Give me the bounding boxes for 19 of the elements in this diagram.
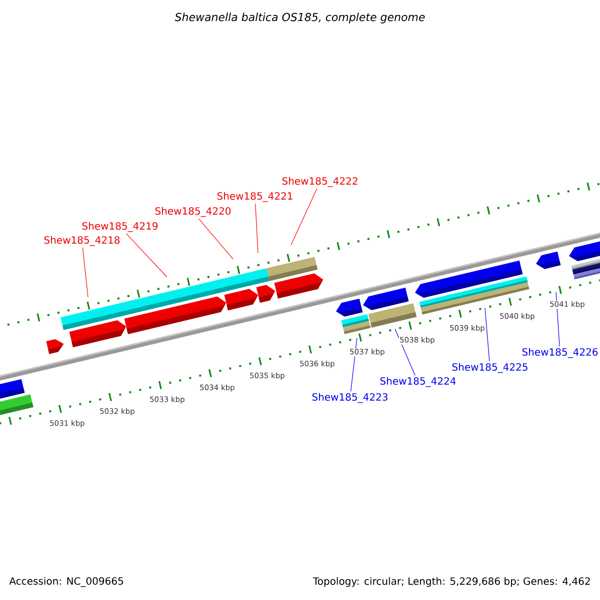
leader-line bbox=[394, 328, 416, 376]
leader-line bbox=[290, 188, 318, 246]
leader-line bbox=[82, 247, 88, 298]
gene-label: Shew185_4218 bbox=[44, 236, 120, 246]
leader-line bbox=[126, 233, 168, 278]
genome-stats-text: Topology: circular; Length: 5,229,686 bp; Genes: 4,462 bbox=[312, 577, 590, 587]
leader-line bbox=[484, 308, 490, 362]
gene-label: Shew185_4219 bbox=[82, 222, 158, 232]
gene-label: Shew185_4226 bbox=[522, 348, 598, 358]
title: Shewanella baltica OS185, complete genome bbox=[174, 12, 425, 24]
leader-line bbox=[198, 218, 234, 260]
gene-label: Shew185_4220 bbox=[155, 207, 231, 217]
gene-label: Shew185_4221 bbox=[217, 192, 292, 202]
gene-label: Shew185_4222 bbox=[282, 177, 358, 187]
gene-label: Shew185_4225 bbox=[452, 363, 528, 373]
gene-label: Shew185_4224 bbox=[380, 377, 456, 387]
gene-label: Shew185_4223 bbox=[312, 393, 388, 403]
accession-text: Accession: NC_009665 bbox=[9, 577, 124, 587]
leader-line bbox=[255, 203, 258, 254]
